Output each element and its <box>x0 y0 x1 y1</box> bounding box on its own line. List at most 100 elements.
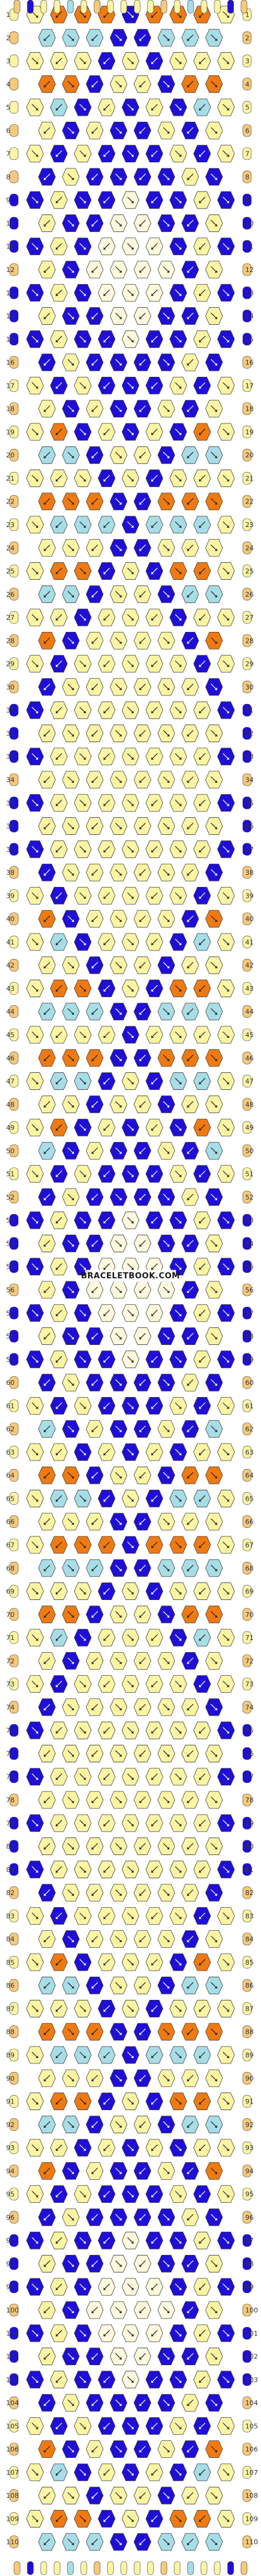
edge-right <box>242 703 252 717</box>
knot <box>73 2463 92 2481</box>
knot-arrowhead <box>131 1128 134 1131</box>
knot-arrowhead <box>44 1290 47 1293</box>
row-label-right: 96 <box>245 2214 254 2222</box>
knot-arrowhead <box>151 2380 154 2383</box>
knot <box>181 168 199 186</box>
knot-arrowhead <box>167 502 169 505</box>
knot <box>26 98 44 116</box>
knot <box>193 1675 211 1693</box>
knot-arrowhead <box>119 1569 122 1572</box>
knot-arrowhead <box>44 2311 47 2313</box>
knot <box>26 1628 44 1647</box>
knot <box>169 701 188 719</box>
knot <box>26 1072 44 1090</box>
knot <box>145 1211 163 1229</box>
knot-arrowhead <box>35 2334 38 2337</box>
knot <box>181 2255 199 2272</box>
knot <box>62 261 80 279</box>
knot-arrowhead <box>214 1290 217 1293</box>
knot-arrowhead <box>167 2496 169 2499</box>
knot-arrowhead <box>178 2334 181 2337</box>
knot-arrowhead <box>35 1731 38 1734</box>
knot <box>109 585 127 603</box>
knot <box>109 771 127 789</box>
knot-arrowhead <box>226 571 229 574</box>
knot <box>157 1141 175 1160</box>
edge-left <box>9 657 19 670</box>
knot-arrowhead <box>119 363 122 366</box>
knot-arrowhead <box>151 2009 154 2012</box>
edge-left <box>9 889 19 902</box>
knot-arrowhead <box>187 1383 190 1386</box>
knot <box>121 2046 140 2064</box>
edge-left <box>9 1376 19 1389</box>
knot <box>193 933 211 951</box>
knot-arrowhead <box>214 1569 217 1572</box>
row-label-right: 4 <box>245 81 249 88</box>
row-label-left: 90 <box>6 2074 15 2082</box>
knot-arrowhead <box>56 1035 58 1038</box>
knot <box>181 1884 199 1902</box>
knot <box>134 2486 152 2505</box>
knot-arrowhead <box>119 2217 122 2220</box>
knot <box>38 725 56 742</box>
knot-arrowhead <box>44 2032 47 2035</box>
knot <box>169 145 188 163</box>
knot-arrowhead <box>214 1476 217 1479</box>
edge-right <box>242 1306 252 1320</box>
knot-arrowhead <box>103 1035 106 1038</box>
knot <box>50 933 68 951</box>
knot <box>193 2371 211 2389</box>
knot-arrowhead <box>151 2241 154 2244</box>
string-end <box>53 0 61 14</box>
knot <box>205 493 223 511</box>
row-label-left: 79 <box>6 1819 15 1827</box>
row-label-left: 53 <box>6 1217 15 1224</box>
knot-arrowhead <box>199 618 202 621</box>
knot <box>169 608 188 626</box>
row-label-left: 14 <box>6 313 15 320</box>
knot-arrowhead <box>71 548 74 551</box>
row-label-left: 21 <box>6 474 15 482</box>
knot-arrowhead <box>131 711 134 714</box>
knot <box>157 2208 175 2226</box>
edge-left <box>9 1121 19 1134</box>
knot <box>26 1582 44 1600</box>
knot <box>86 261 104 279</box>
knot-arrowhead <box>44 687 47 690</box>
knot <box>86 1420 104 1438</box>
knot-arrowhead <box>83 2380 86 2383</box>
knot <box>26 1721 44 1739</box>
row-label-left: 87 <box>6 2005 15 2013</box>
knot-arrowhead <box>103 2241 106 2244</box>
knot-arrowhead <box>151 2334 154 2337</box>
knot <box>205 1327 223 1345</box>
row-label-left: 92 <box>6 2121 15 2129</box>
knot <box>50 2463 68 2481</box>
knot-arrowhead <box>151 1684 154 1687</box>
knot <box>98 1490 116 1507</box>
knot-arrowhead <box>119 1522 122 1525</box>
knot <box>157 1837 175 1855</box>
row-label-right: 101 <box>245 2329 258 2337</box>
edge-right <box>242 124 252 137</box>
knot <box>86 1884 104 1902</box>
knot-arrowhead <box>56 1128 58 1131</box>
knot <box>109 493 127 511</box>
knot-arrowhead <box>56 1870 58 1873</box>
knot-arrowhead <box>151 1962 154 1965</box>
knot <box>205 2162 223 2180</box>
knot <box>145 2231 163 2249</box>
knot <box>169 1768 188 1786</box>
knot <box>98 145 116 163</box>
row-label-right: 32 <box>245 729 254 737</box>
knot-arrowhead <box>139 2311 142 2313</box>
knot-arrowhead <box>131 2287 134 2290</box>
knot <box>181 2023 199 2041</box>
knot-arrowhead <box>92 594 94 597</box>
knot-arrowhead <box>92 1569 94 1572</box>
string-end <box>214 2561 221 2575</box>
knot <box>181 1327 199 1345</box>
knot <box>73 1768 92 1786</box>
knot <box>134 1188 152 1206</box>
